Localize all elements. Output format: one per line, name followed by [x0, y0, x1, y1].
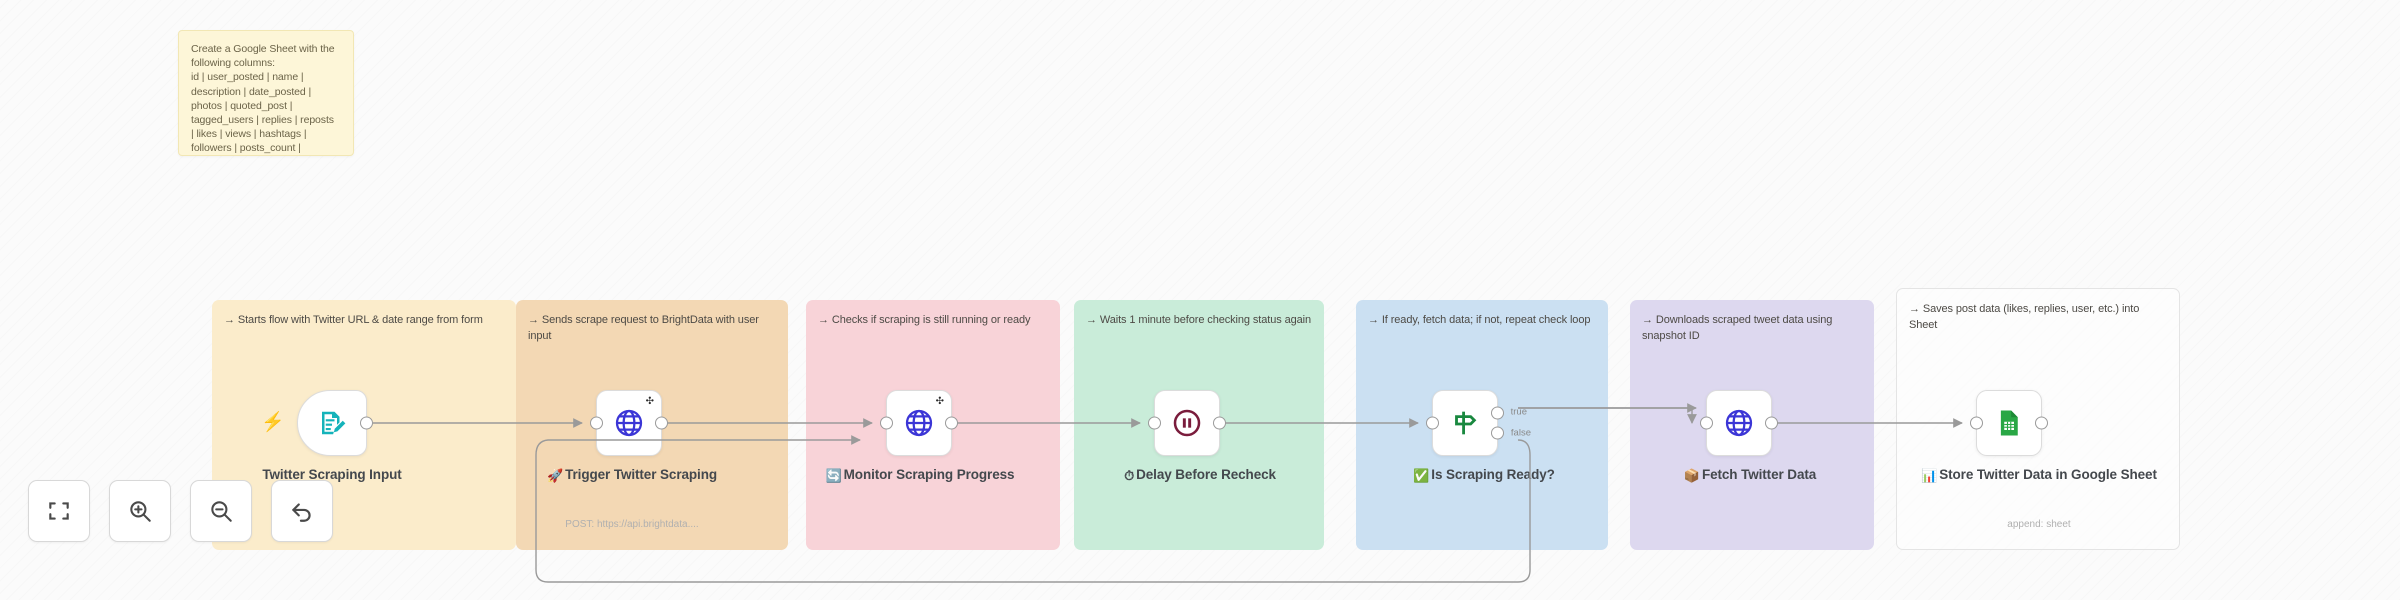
node-delay-before-recheck[interactable] [1148, 390, 1226, 456]
input-port[interactable] [1426, 416, 1439, 430]
fit-to-view-button[interactable] [28, 480, 90, 542]
group-note: → If ready, fetch data; if not, repeat c… [1368, 314, 1591, 326]
zoom-in-button[interactable] [109, 480, 171, 542]
group-note: → Sends scrape request to BrightData wit… [528, 314, 759, 342]
output-port[interactable] [1213, 416, 1226, 430]
sticky-note-line: Create a Google Sheet with the [191, 43, 335, 55]
node-fetch-twitter-data[interactable] [1700, 390, 1778, 456]
refresh-badge-icon: ✣ [935, 396, 944, 407]
sticky-note-line: photos | quoted_post | [191, 99, 293, 112]
output-port[interactable] [1765, 416, 1778, 430]
sticky-note-line: tagged_users | replies | reposts [191, 114, 334, 127]
input-port[interactable] [590, 416, 603, 430]
group-note: → Downloads scraped tweet data using sna… [1642, 314, 1833, 342]
group-note: → Saves post data (likes, replies, user,… [1909, 303, 2140, 331]
rocket-emoji: 🚀 [547, 468, 564, 483]
signpost-icon [1448, 406, 1482, 440]
package-emoji: 📦 [1683, 468, 1700, 483]
globe-icon [903, 407, 935, 439]
google-sheets-icon [1994, 408, 2024, 438]
globe-icon [1723, 407, 1755, 439]
node-monitor-scraping-progress[interactable]: ✣ [880, 390, 958, 456]
sticky-note[interactable]: Create a Google Sheet with the following… [178, 30, 354, 156]
branch-label-false: false [1510, 427, 1531, 439]
node-label-twitter-scraping-input: Twitter Scraping Input [262, 467, 402, 482]
node-trigger-twitter-scraping[interactable]: ✣ [590, 390, 668, 456]
sticky-note-line: followers | posts_count | [191, 142, 301, 155]
output-port[interactable] [655, 416, 668, 430]
branch-label-true: true [1510, 406, 1527, 418]
node-subtitle-trigger-twitter-scraping: POST: https://api.brightdata.... [565, 519, 699, 530]
input-port[interactable] [1970, 416, 1983, 430]
node-is-scraping-ready[interactable]: true false [1426, 390, 1531, 456]
input-port[interactable] [880, 416, 893, 430]
check-emoji: ✅ [1413, 468, 1430, 483]
chart-emoji: 📊 [1921, 468, 1938, 483]
zoom-out-button[interactable] [190, 480, 252, 542]
pause-icon [1171, 407, 1203, 439]
sticky-note-line: description | date_posted | [191, 85, 312, 98]
node-twitter-scraping-input[interactable] [297, 390, 373, 456]
group-note: → Waits 1 minute before checking status … [1086, 314, 1311, 326]
canvas-toolbar[interactable] [28, 480, 333, 542]
globe-icon [613, 407, 645, 439]
output-port[interactable] [360, 416, 373, 430]
group-note: → Starts flow with Twitter URL & date ra… [224, 314, 483, 326]
sticky-note-line: | likes | views | hashtags | [191, 128, 307, 141]
sticky-note-line: id | user_posted | name | [191, 71, 304, 84]
sticky-note-line: following columns: [191, 57, 275, 70]
reset-zoom-button[interactable] [271, 480, 333, 542]
input-port[interactable] [1700, 416, 1713, 430]
group-note: → Checks if scraping is still running or… [818, 314, 1031, 326]
output-port[interactable] [945, 416, 958, 430]
output-port[interactable] [2035, 416, 2048, 430]
node-subtitle-store-twitter-data: append: sheet [2007, 519, 2071, 530]
form-icon [317, 408, 347, 438]
timer-emoji: ⏱ [1124, 468, 1135, 483]
refresh-badge-icon: ✣ [645, 396, 654, 407]
output-port-true[interactable] [1491, 406, 1504, 420]
node-label-is-scraping-ready: ✅Is Scraping Ready? [1413, 467, 1555, 483]
node-label-trigger-twitter-scraping: 🚀Trigger Twitter Scraping [547, 467, 717, 483]
node-label-fetch-twitter-data: 📦Fetch Twitter Data [1683, 467, 1817, 483]
refresh-emoji: 🔄 [825, 468, 842, 483]
node-label-store-twitter-data: 📊Store Twitter Data in Google Sheet [1921, 467, 2157, 483]
node-label-delay-before-recheck: ⏱Delay Before Recheck [1124, 467, 1276, 483]
output-port-false[interactable] [1491, 426, 1504, 440]
trigger-bolt-icon: ⚡ [261, 412, 285, 433]
node-store-twitter-data[interactable] [1970, 390, 2048, 456]
input-port[interactable] [1148, 416, 1161, 430]
node-label-monitor-scraping-progress: 🔄Monitor Scraping Progress [825, 467, 1015, 483]
